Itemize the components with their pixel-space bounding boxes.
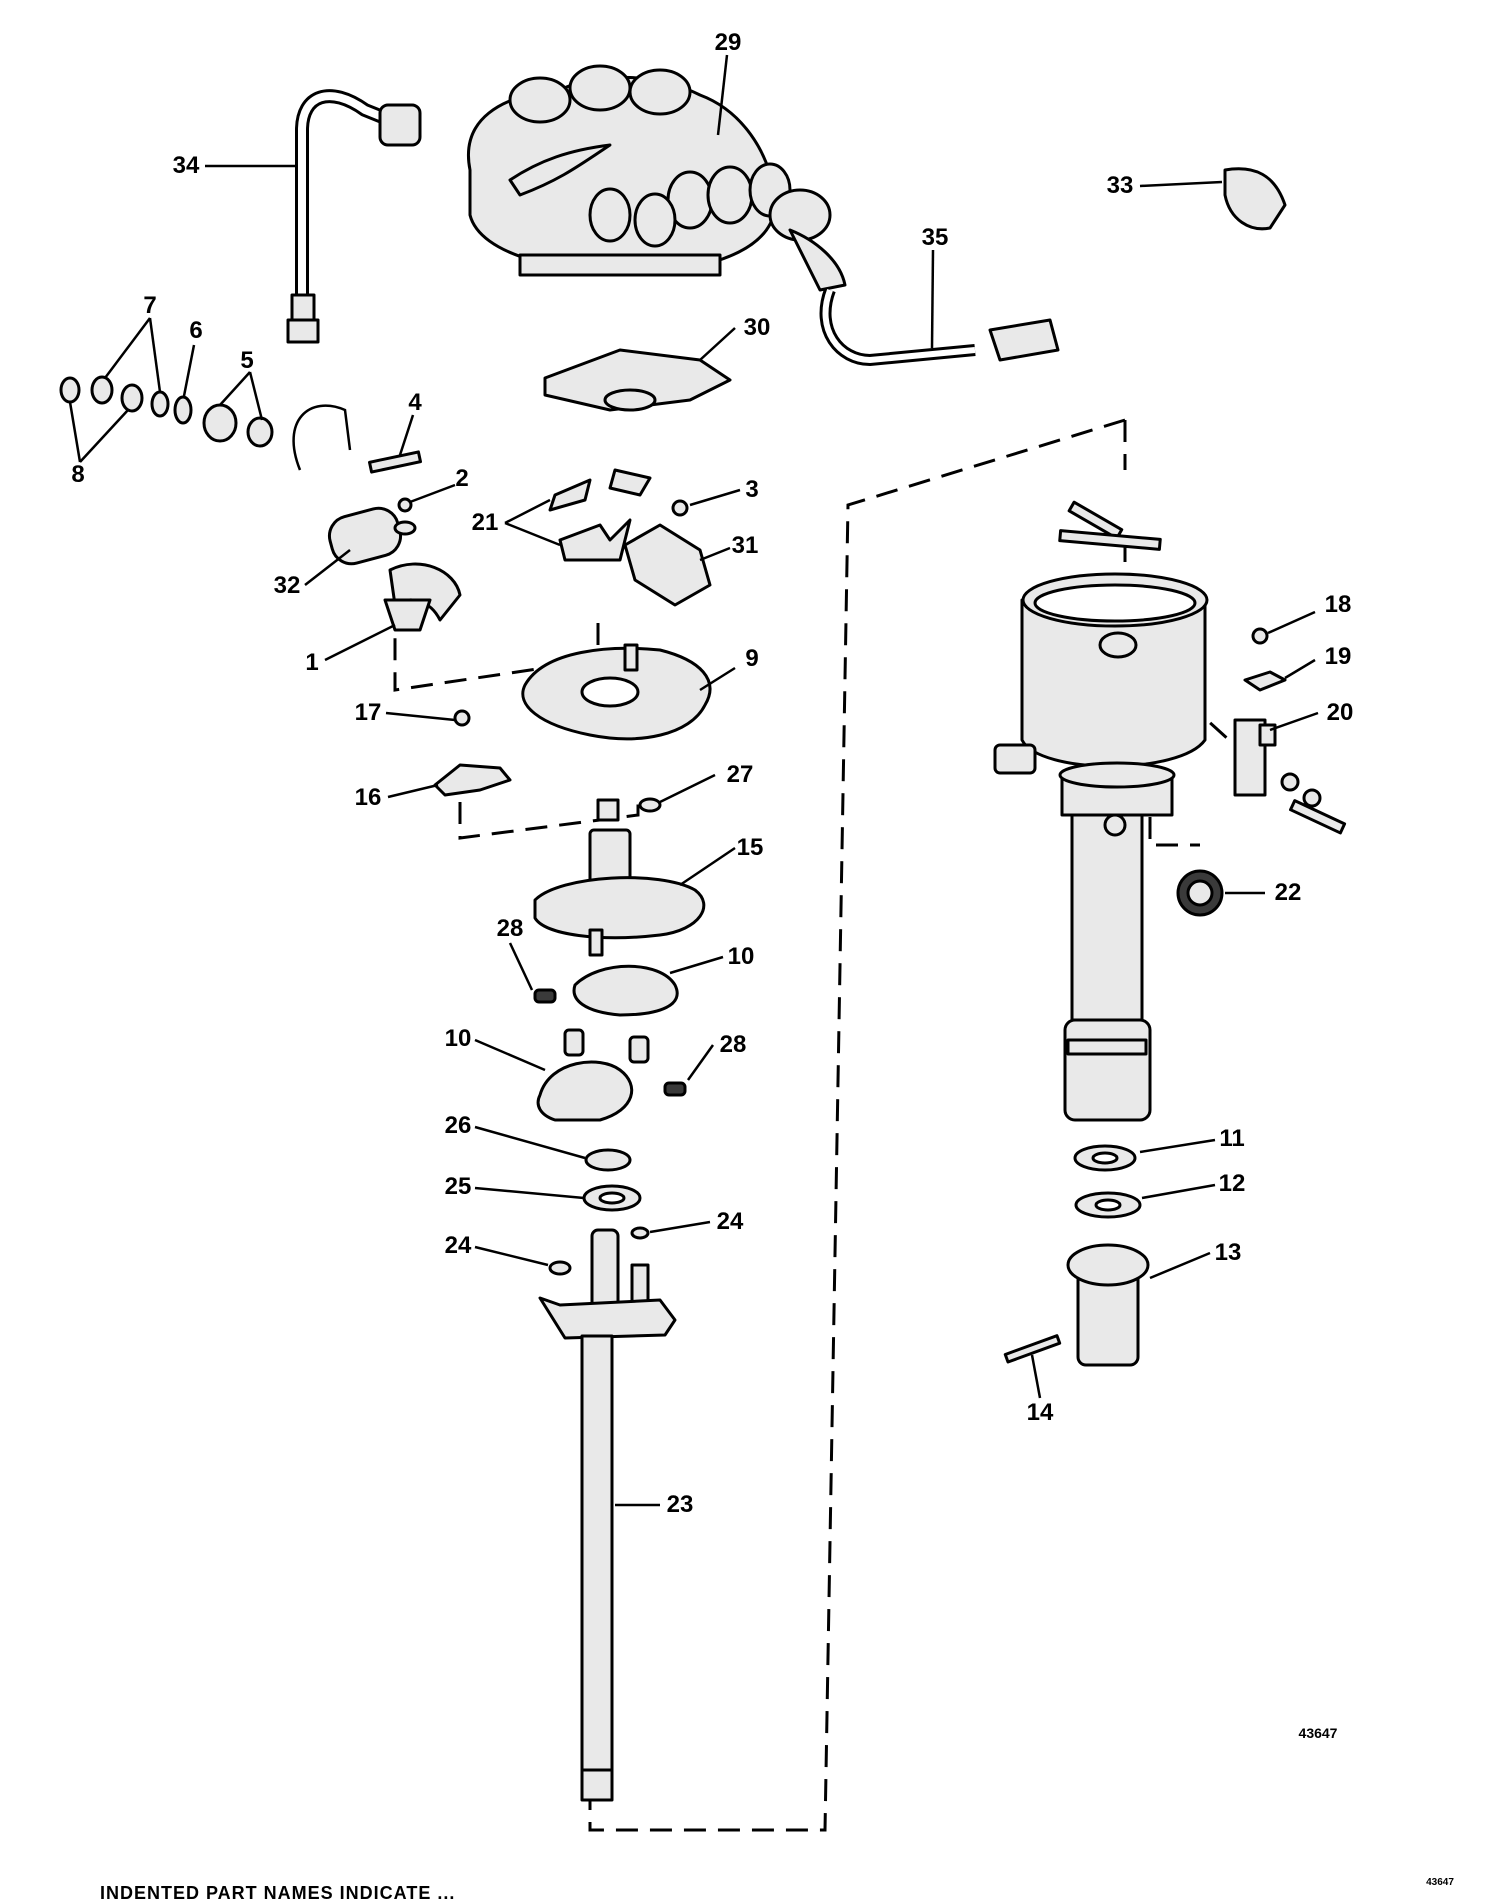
callout-14: 14 xyxy=(1027,1399,1054,1426)
main-shaft xyxy=(538,1228,677,1802)
callout-7: 7 xyxy=(143,292,156,319)
breaker-plate xyxy=(521,643,712,741)
contact-points xyxy=(548,468,712,607)
ground-strap xyxy=(433,763,512,797)
callout-33: 33 xyxy=(1107,172,1134,199)
condenser xyxy=(292,404,462,632)
callout-11: 11 xyxy=(1219,1125,1244,1152)
callout-28b: 28 xyxy=(720,1031,747,1058)
callout-13: 13 xyxy=(1215,1239,1242,1266)
callout-10b: 10 xyxy=(445,1025,472,1052)
callout-15: 15 xyxy=(737,834,764,861)
callout-19: 19 xyxy=(1325,643,1352,670)
cam-and-weight-base xyxy=(533,797,706,957)
distributor-housing xyxy=(993,529,1209,1122)
drawing-reference-number-corner: 43647 xyxy=(1426,1877,1454,1888)
callout-27: 27 xyxy=(727,761,754,788)
callout-23: 23 xyxy=(667,1491,694,1518)
callout-leader-lines xyxy=(68,54,1319,1507)
callout-35: 35 xyxy=(922,224,949,251)
callout-26: 26 xyxy=(445,1112,472,1139)
distributor-cap xyxy=(467,64,792,277)
callout-18: 18 xyxy=(1325,591,1352,618)
housing-plug xyxy=(1176,869,1224,917)
drive-gear-assembly xyxy=(1003,1144,1150,1367)
callout-labels: 1 2 3 4 5 6 7 8 9 10 10 11 12 13 14 15 1… xyxy=(71,29,1353,1518)
callout-5: 5 xyxy=(240,347,253,374)
spark-plug-wire xyxy=(768,188,1060,367)
callout-1: 1 xyxy=(305,649,318,676)
callout-2: 2 xyxy=(455,465,468,492)
callout-4: 4 xyxy=(408,389,422,416)
callout-12: 12 xyxy=(1219,1170,1246,1197)
callout-24a: 24 xyxy=(445,1232,472,1259)
rotor xyxy=(543,348,732,412)
callout-22: 22 xyxy=(1275,879,1302,906)
screws xyxy=(368,450,1269,727)
callout-10a: 10 xyxy=(728,943,755,970)
callout-20: 20 xyxy=(1327,699,1354,726)
coil-lead-wire xyxy=(286,89,422,344)
callout-30: 30 xyxy=(744,314,771,341)
terminal-clip xyxy=(1223,167,1287,231)
callout-21: 21 xyxy=(472,509,499,536)
insulator-washers xyxy=(59,375,274,448)
callout-17: 17 xyxy=(355,699,382,726)
callout-31: 31 xyxy=(732,532,759,559)
callout-9: 9 xyxy=(745,645,758,672)
callout-34: 34 xyxy=(173,152,200,179)
callout-25: 25 xyxy=(445,1173,472,1200)
callout-8: 8 xyxy=(71,461,84,488)
footer-caption: INDENTED PART NAMES INDICATE ... xyxy=(100,1883,455,1901)
callout-29: 29 xyxy=(715,29,742,56)
drawing-reference-number: 43647 xyxy=(1299,1725,1338,1741)
callout-16: 16 xyxy=(355,784,382,811)
advance-weights xyxy=(533,964,687,1122)
callout-6: 6 xyxy=(189,317,202,344)
callout-28a: 28 xyxy=(497,915,524,942)
callout-32: 32 xyxy=(274,572,301,599)
octane-selector-bracket xyxy=(1233,670,1347,835)
callout-3: 3 xyxy=(745,476,758,503)
callout-24b: 24 xyxy=(717,1208,744,1235)
